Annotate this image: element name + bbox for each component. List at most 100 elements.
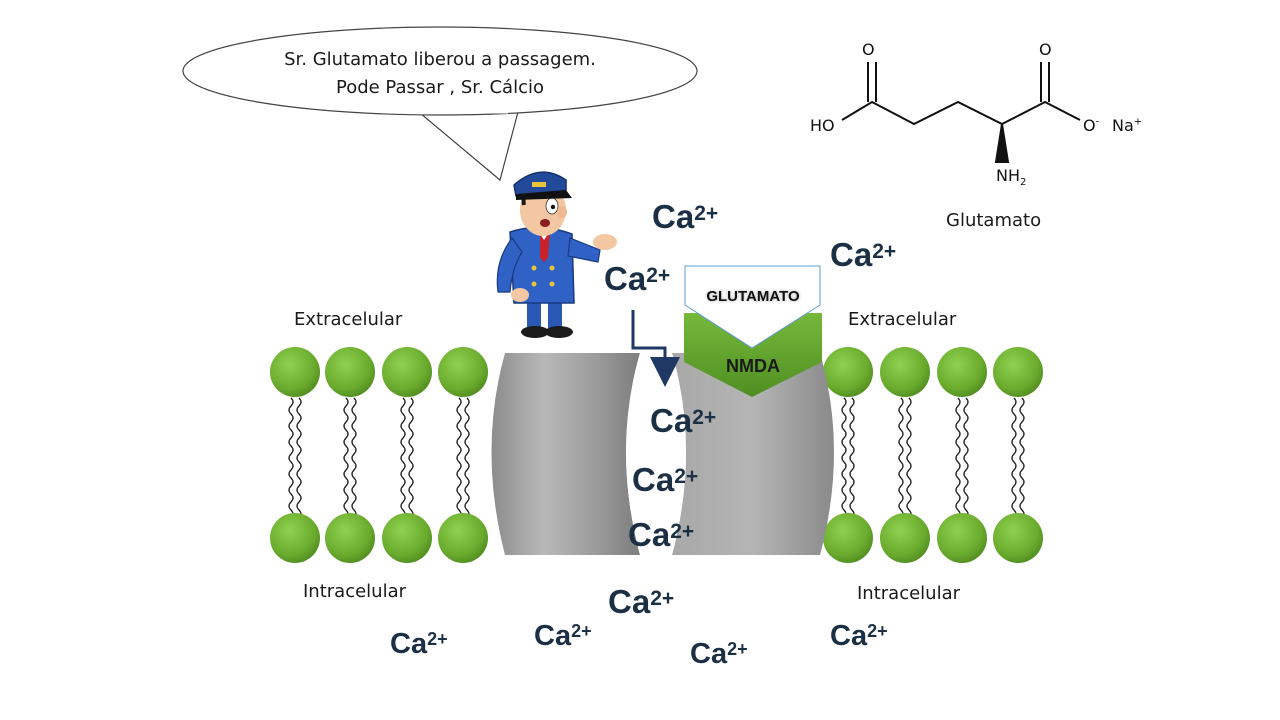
phospholipid (325, 347, 375, 563)
lipid-head (270, 513, 320, 563)
glutamate-ligand (684, 265, 821, 349)
lipid-tail (464, 397, 470, 527)
lipid-head (993, 347, 1043, 397)
lipid-tail (351, 397, 357, 527)
lipid-tail (898, 397, 904, 527)
calcium-ion: Ca2+ (690, 640, 748, 669)
ion-symbol: Ca (390, 628, 428, 660)
ion-charge: 2+ (571, 620, 592, 641)
oxygen-label: O (1083, 116, 1096, 135)
oxygen-label-left: O (862, 40, 875, 59)
amine-label: NH2 (996, 166, 1026, 188)
nmda-receptor (684, 313, 822, 397)
phospholipid (382, 347, 432, 563)
calcium-ion: Ca2+ (830, 622, 888, 651)
hydroxyl-label: HO (810, 116, 835, 135)
calcium-ion: Ca2+ (830, 238, 896, 271)
lipid-tail (906, 397, 912, 527)
molecule-name: Glutamato (946, 210, 1042, 231)
calcium-ion: Ca2+ (632, 463, 698, 496)
lipid-head (880, 347, 930, 397)
oxygen-label-right: O (1039, 40, 1052, 59)
intracellular-label-left: Intracelular (303, 581, 407, 602)
lipid-tail (1019, 397, 1025, 527)
lipid-head (993, 513, 1043, 563)
sodium-label: Na+ (1112, 116, 1142, 135)
calcium-ion: Ca2+ (652, 200, 718, 233)
calcium-ion: Ca2+ (390, 630, 448, 659)
phospholipid (937, 347, 987, 563)
lipid-head (823, 347, 873, 397)
plus-charge: + (1133, 116, 1143, 128)
ion-symbol: Ca (650, 402, 693, 439)
speech-line-2: Pode Passar , Sr. Cálcio (335, 77, 544, 98)
speech-bubble-text: Sr. Glutamato liberou a passagem. Pode P… (210, 46, 670, 102)
lipid-head (937, 347, 987, 397)
ion-symbol: Ca (604, 260, 647, 297)
lipid-tail (288, 397, 294, 527)
glutamato-label: GLUTAMATO (706, 288, 800, 305)
extracellular-label-right: Extracelular (848, 309, 957, 330)
phospholipid (993, 347, 1043, 563)
lipid-head (325, 347, 375, 397)
nmda-label: NMDA (726, 356, 780, 376)
calcium-ion: Ca2+ (604, 262, 670, 295)
ion-charge: 2+ (427, 628, 448, 649)
amine-symbol: NH (996, 166, 1020, 185)
lipid-tail (955, 397, 961, 527)
lipid-head (325, 513, 375, 563)
ion-charge: 2+ (650, 586, 675, 610)
lipid-head (438, 347, 488, 397)
calcium-ion: Ca2+ (608, 585, 674, 618)
lipid-tail (296, 397, 302, 527)
phospholipid (823, 347, 873, 563)
lipid-head (937, 513, 987, 563)
lipid-tail (849, 397, 855, 527)
ion-charge: 2+ (674, 464, 699, 488)
carboxylate-label: O- (1083, 116, 1099, 135)
ion-charge: 2+ (692, 405, 717, 429)
intracellular-label-right: Intracelular (857, 583, 961, 604)
sodium-symbol: Na (1112, 116, 1134, 135)
lipid-tail (963, 397, 969, 527)
extracellular-label-left: Extracelular (294, 309, 403, 330)
lipid-tail (841, 397, 847, 527)
ion-symbol: Ca (608, 583, 651, 620)
calcium-ion: Ca2+ (534, 622, 592, 651)
ion-symbol: Ca (632, 461, 675, 498)
amine-subscript: 2 (1020, 177, 1027, 189)
ion-symbol: Ca (830, 236, 873, 273)
calcium-ion: Ca2+ (628, 518, 694, 551)
ion-symbol: Ca (830, 620, 868, 652)
lipid-head (438, 513, 488, 563)
glutamate-structure (841, 62, 1081, 163)
ion-charge: 2+ (670, 519, 695, 543)
lipid-tail (408, 397, 414, 527)
phospholipid (438, 347, 488, 563)
speech-line-1: Sr. Glutamato liberou a passagem. (284, 49, 596, 70)
ion-charge: 2+ (867, 620, 888, 641)
speech-bubble (182, 26, 698, 182)
ion-charge: 2+ (646, 263, 671, 287)
lipid-head (382, 347, 432, 397)
phospholipid (880, 347, 930, 563)
guard-cartoon (496, 171, 617, 338)
ion-charge: 2+ (694, 201, 719, 225)
calcium-ion: Ca2+ (650, 404, 716, 437)
entry-arrow (631, 310, 680, 387)
lipid-tail (343, 397, 349, 527)
lipid-tail (1011, 397, 1017, 527)
lipid-head (880, 513, 930, 563)
ion-charge: 2+ (872, 239, 897, 263)
lipid-bilayer-right (823, 347, 1043, 563)
ion-charge: 2+ (727, 638, 748, 659)
ion-symbol: Ca (652, 198, 695, 235)
lipid-head (823, 513, 873, 563)
phospholipid (270, 347, 320, 563)
ion-channel (491, 352, 834, 555)
lipid-head (270, 347, 320, 397)
ion-symbol: Ca (534, 620, 572, 652)
lipid-tail (456, 397, 462, 527)
